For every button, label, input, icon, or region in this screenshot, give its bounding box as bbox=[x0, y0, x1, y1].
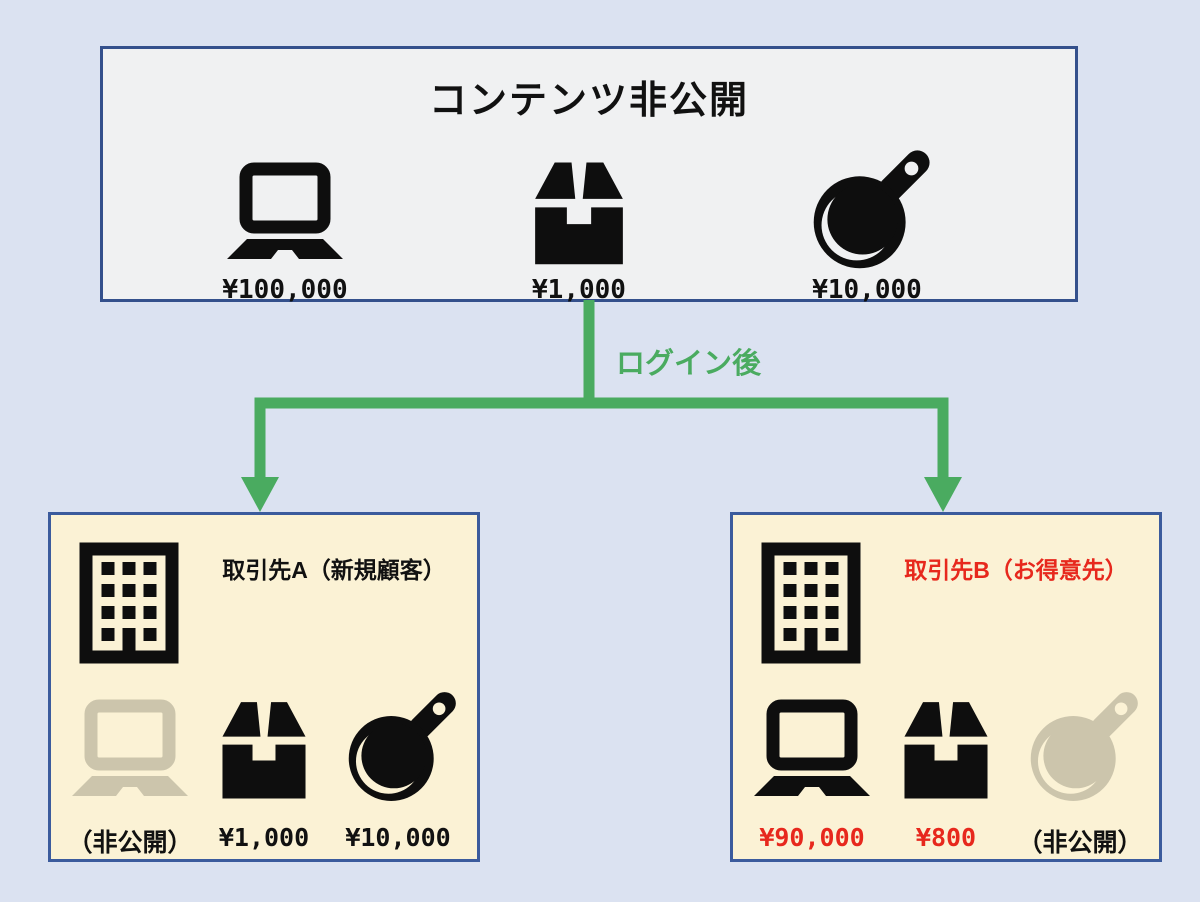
private-content-title: コンテンツ非公開 bbox=[428, 80, 749, 122]
product-price: ¥800 bbox=[915, 823, 977, 852]
arrow-head-left bbox=[241, 477, 279, 512]
building-icon bbox=[759, 541, 863, 665]
product-price: （非公開） bbox=[1017, 828, 1143, 857]
product-item-box: ¥1,000 bbox=[479, 153, 679, 305]
client-a-items: （非公開） ¥1,000 ¥10,000 bbox=[63, 681, 465, 859]
product-item-box: ¥1,000 bbox=[197, 681, 331, 859]
laptop-icon bbox=[185, 153, 385, 271]
box-icon bbox=[879, 681, 1013, 817]
frying-pan-icon bbox=[767, 153, 967, 271]
laptop-icon bbox=[63, 681, 197, 817]
product-price: ¥1,000 bbox=[218, 823, 310, 852]
private-content-box: コンテンツ非公開 ¥100,000 ¥1,000 ¥10,000 bbox=[100, 46, 1078, 305]
building-icon bbox=[77, 541, 181, 665]
product-price: ¥100,000 bbox=[222, 275, 348, 305]
product-item-laptop: ¥100,000 bbox=[185, 153, 385, 305]
arrow-head-right bbox=[924, 477, 962, 512]
box-icon bbox=[479, 153, 679, 271]
product-item-laptop: （非公開） bbox=[63, 681, 197, 859]
product-price: ¥1,000 bbox=[532, 275, 626, 305]
frying-pan-icon bbox=[331, 681, 465, 817]
laptop-icon bbox=[745, 681, 879, 817]
client-a-box: 取引先A（新規顧客） （非公開） ¥1,000 ¥10,000 bbox=[48, 512, 480, 862]
product-price: ¥10,000 bbox=[345, 823, 451, 852]
product-item-box: ¥800 bbox=[879, 681, 1013, 859]
product-item-frying-pan: ¥10,000 bbox=[767, 153, 967, 305]
product-item-frying-pan: （非公開） bbox=[1013, 681, 1147, 859]
product-price: （非公開） bbox=[67, 828, 193, 857]
product-price: ¥90,000 bbox=[759, 823, 865, 852]
client-a-title: 取引先A（新規顧客） bbox=[222, 557, 446, 583]
box-icon bbox=[197, 681, 331, 817]
client-b-title: 取引先B（お得意先） bbox=[904, 557, 1128, 583]
client-b-box: 取引先B（お得意先） ¥90,000 ¥800 （非公開） bbox=[730, 512, 1162, 862]
client-b-items: ¥90,000 ¥800 （非公開） bbox=[745, 681, 1147, 859]
frying-pan-icon bbox=[1013, 681, 1147, 817]
login-label: ログイン後 bbox=[616, 348, 762, 380]
product-price: ¥10,000 bbox=[812, 275, 922, 305]
product-item-laptop: ¥90,000 bbox=[745, 681, 879, 859]
product-item-frying-pan: ¥10,000 bbox=[331, 681, 465, 859]
